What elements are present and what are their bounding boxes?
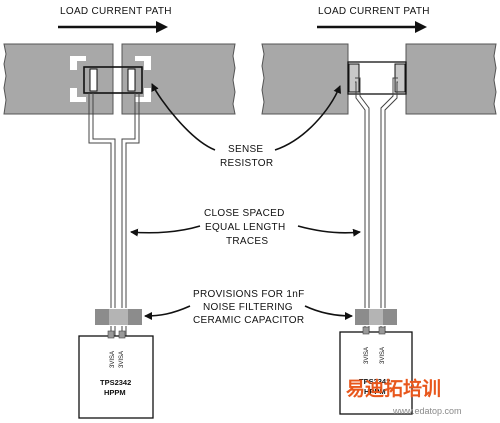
chip-left-pin-label-1: 3VISA	[110, 351, 116, 368]
resistor-terminal-left-b	[127, 68, 136, 92]
chip-left-name: TPS2342	[100, 378, 131, 387]
sense-resistor-label-line2: RESISTOR	[220, 158, 273, 169]
capacitor-label-line2: NOISE FILTERING	[203, 302, 293, 313]
chip-right-pin-label-2: 3VISA	[380, 347, 386, 364]
copper-pad-left-a	[3, 43, 114, 115]
sense-trace-right-1	[355, 77, 370, 308]
chip-right-mode: HPPM	[364, 387, 386, 396]
capacitor-label-line1: PROVISIONS FOR 1nF	[193, 289, 305, 300]
sense-trace-left-2	[121, 93, 140, 308]
traces-label-line2: EQUAL LENGTH	[205, 222, 285, 233]
sense-trace-left-1	[88, 93, 116, 308]
load-path-label-right: LOAD CURRENT PATH	[318, 6, 430, 17]
chip-right	[339, 331, 413, 415]
load-path-arrow-left	[58, 21, 168, 33]
capacitor-callout-left	[144, 305, 191, 320]
sense-resistor-label-line1: SENSE	[228, 144, 263, 155]
load-path-label-left: LOAD CURRENT PATH	[60, 6, 172, 17]
capacitor-callout-right	[304, 305, 353, 320]
capacitor-label-line3: CERAMIC CAPACITOR	[193, 315, 304, 326]
watermark-url: www.edatop.com	[392, 406, 462, 416]
chip-right-pin-a	[362, 326, 370, 335]
traces-callout-right	[297, 225, 361, 237]
traces-label-line1: CLOSE SPACED	[204, 208, 285, 219]
load-path-arrow-right	[317, 21, 427, 33]
chip-right-pin-b	[378, 326, 386, 335]
chip-left-pin-a	[107, 330, 115, 339]
copper-pad-right-b	[405, 43, 497, 115]
capacitor-pads-left	[95, 309, 142, 325]
sense-resistor-left	[83, 66, 143, 94]
sense-trace-right-2	[380, 77, 398, 308]
sense-callout-left	[151, 83, 216, 151]
copper-pad-right-a	[261, 43, 349, 115]
resistor-terminal-left-a	[89, 68, 98, 92]
sense-callout-right	[274, 85, 341, 151]
watermark-logo: 易迪拓培训	[346, 377, 441, 400]
chip-left-mode: HPPM	[104, 388, 126, 397]
chip-right-name: TPS2342	[359, 377, 390, 386]
traces-callout-left	[130, 225, 201, 237]
traces-label-line3: TRACES	[226, 236, 268, 247]
capacitor-pads-right	[355, 309, 397, 325]
chip-left-pin-label-2: 3VISA	[119, 351, 125, 368]
chip-right-pin-label-1: 3VISA	[364, 347, 370, 364]
chip-left-pin-b	[118, 330, 126, 339]
chip-left	[78, 335, 154, 419]
